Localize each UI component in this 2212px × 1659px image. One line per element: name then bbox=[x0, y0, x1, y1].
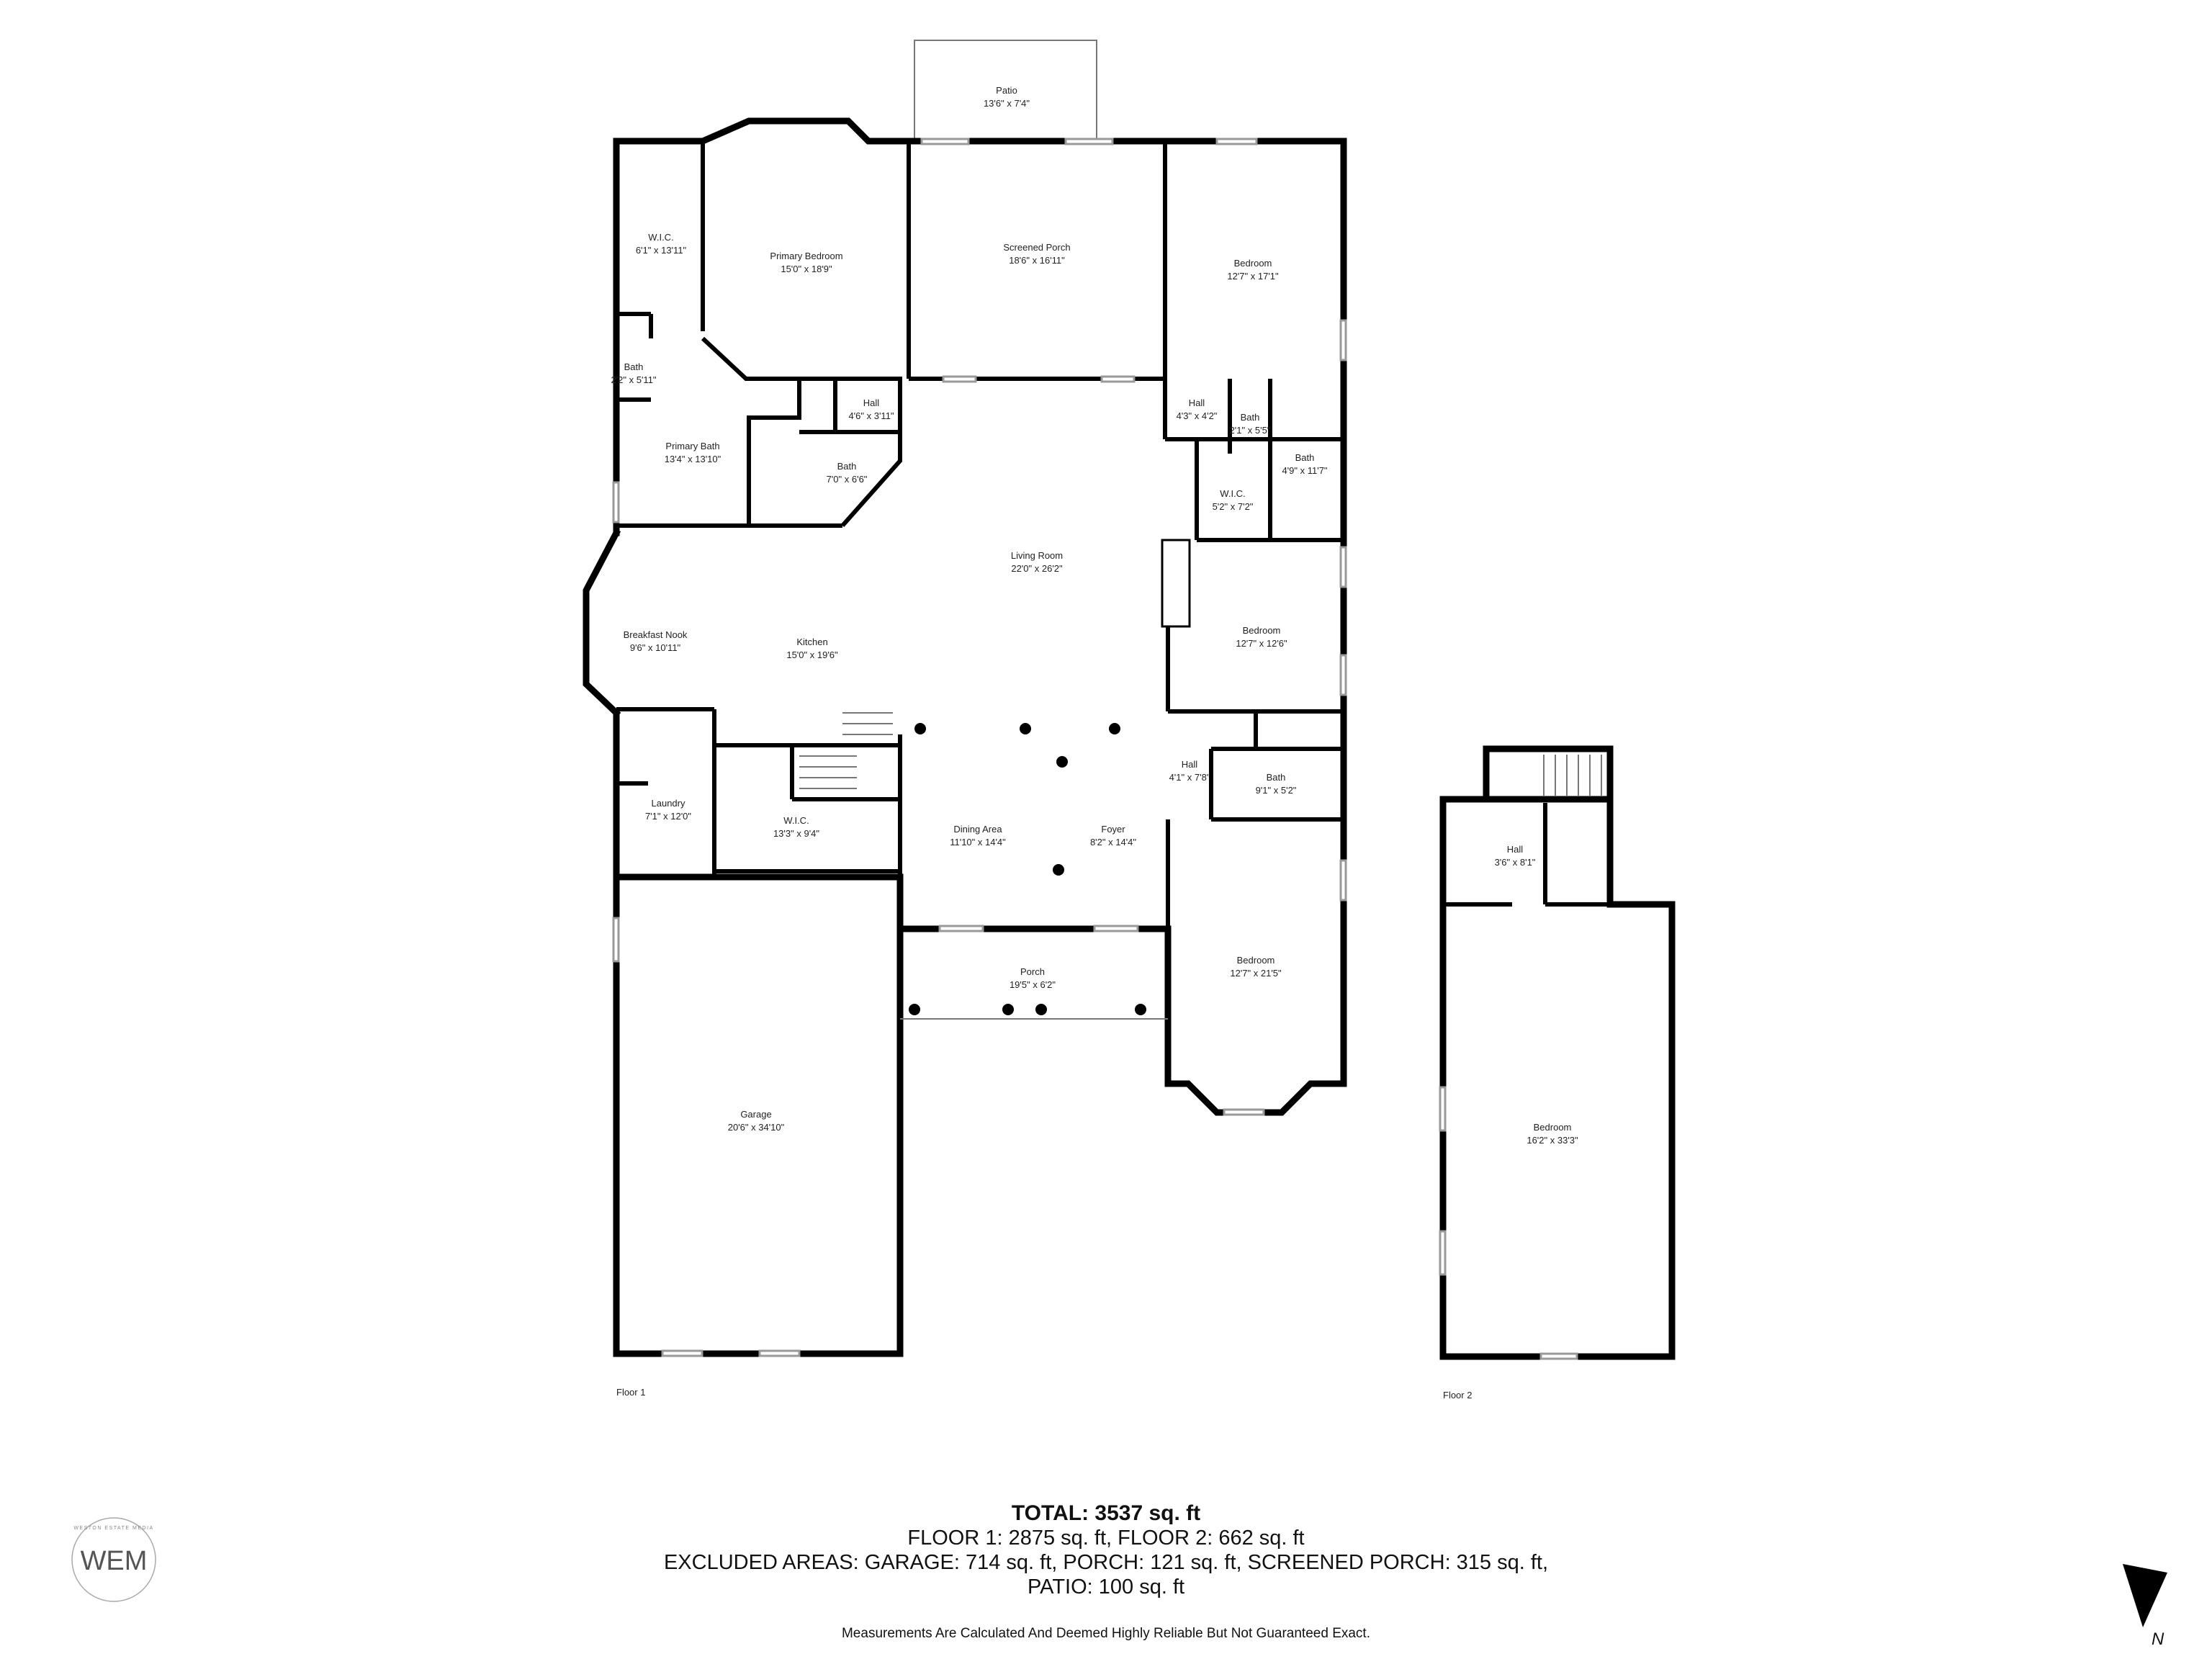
room-name: Hall bbox=[1507, 844, 1524, 855]
room-dim: 19'5" x 6'2" bbox=[1010, 979, 1056, 990]
room-name: Primary Bath bbox=[665, 441, 719, 451]
room-labels: W.I.C. 6'1" x 13'11" Primary Bedroom 15'… bbox=[611, 85, 1578, 1146]
room-dim: 4'1" x 7'8" bbox=[1169, 772, 1210, 783]
room-name: Bath bbox=[837, 461, 857, 472]
floor1-interior-walls bbox=[616, 141, 1344, 1020]
room-dim: 12'7" x 12'6" bbox=[1236, 638, 1287, 649]
room-name: Bedroom bbox=[1234, 258, 1272, 269]
room-dim: 5'2" x 7'2" bbox=[1213, 501, 1254, 512]
area-summary: TOTAL: 3537 sq. ft FLOOR 1: 2875 sq. ft,… bbox=[0, 1501, 2212, 1599]
room-dim: 9'6" x 10'11" bbox=[630, 642, 681, 653]
room-dim: 4'3" x 4'2" bbox=[1177, 410, 1218, 421]
excluded-areas: EXCLUDED AREAS: GARAGE: 714 sq. ft, PORC… bbox=[663, 1551, 1549, 1574]
room-name: Bedroom bbox=[1534, 1122, 1572, 1133]
floor1-details bbox=[612, 138, 1347, 1357]
room-name: W.I.C. bbox=[783, 815, 809, 826]
patio-area: PATIO: 100 sq. ft bbox=[1027, 1575, 1185, 1599]
room-name: Dining Area bbox=[953, 824, 1002, 835]
room-name: Garage bbox=[740, 1109, 771, 1120]
compass-label: N bbox=[2152, 1629, 2164, 1649]
room-dim: 20'6" x 34'10" bbox=[728, 1122, 785, 1133]
room-name: Hall bbox=[1189, 397, 1205, 408]
room-name: Hall bbox=[1182, 759, 1198, 770]
room-name: Porch bbox=[1020, 966, 1045, 977]
room-dim: 4'9" x 11'7" bbox=[1282, 465, 1327, 476]
room-dim: 18'6" x 16'11" bbox=[1009, 255, 1065, 266]
wem-logo: WEM WESTON ESTATE MEDIA bbox=[71, 1517, 156, 1602]
room-dim: 15'0" x 18'9" bbox=[781, 264, 832, 274]
room-name: Kitchen bbox=[796, 637, 827, 647]
room-name: Screened Porch bbox=[1003, 242, 1070, 253]
north-arrow-icon: N bbox=[2123, 1564, 2167, 1649]
room-name: Patio bbox=[996, 85, 1017, 96]
room-dim: 7'1" x 12'0" bbox=[645, 811, 691, 822]
room-dim: 13'3" x 9'4" bbox=[773, 828, 819, 839]
room-name: Bedroom bbox=[1243, 625, 1281, 636]
room-name: Bath bbox=[1267, 772, 1286, 783]
room-dim: 2'2" x 5'11" bbox=[611, 374, 656, 385]
room-dim: 7'0" x 6'6" bbox=[827, 474, 868, 485]
room-name: W.I.C. bbox=[648, 232, 673, 243]
room-name: W.I.C. bbox=[1220, 488, 1245, 499]
room-dim: 3'6" x 8'1" bbox=[1495, 857, 1536, 868]
floor2-walls bbox=[1439, 745, 1676, 1360]
room-dim: 6'1" x 13'11" bbox=[636, 245, 687, 256]
room-name: Laundry bbox=[652, 798, 685, 809]
room-name: Primary Bedroom bbox=[770, 251, 842, 261]
room-name: Hall bbox=[863, 397, 880, 408]
room-dim: 11'10" x 14'4" bbox=[950, 837, 1006, 848]
room-dim: 13'4" x 13'10" bbox=[665, 454, 721, 464]
floor-areas: FLOOR 1: 2875 sq. ft, FLOOR 2: 662 sq. f… bbox=[907, 1527, 1305, 1550]
room-dim: 12'7" x 21'5" bbox=[1230, 968, 1282, 979]
room-dim: 2'1" x 5'5" bbox=[1230, 425, 1271, 436]
logo-ring-text: WESTON ESTATE MEDIA bbox=[73, 1526, 153, 1531]
room-dim: 16'2" x 33'3" bbox=[1527, 1135, 1578, 1146]
room-dim: 8'2" x 14'4" bbox=[1090, 837, 1136, 848]
room-name: Bath bbox=[1295, 452, 1315, 463]
room-dim: 15'0" x 19'6" bbox=[786, 649, 838, 660]
room-dim: 9'1" x 5'2" bbox=[1256, 785, 1297, 796]
room-name: Breakfast Nook bbox=[624, 629, 688, 640]
room-dim: 4'6" x 3'11" bbox=[848, 410, 894, 421]
room-name: Bedroom bbox=[1237, 955, 1275, 966]
room-dim: 22'0" x 26'2" bbox=[1011, 563, 1063, 574]
floor2-label: Floor 2 bbox=[1443, 1390, 1472, 1401]
room-name: Bath bbox=[624, 361, 644, 372]
room-dim: 13'6" x 7'4" bbox=[984, 98, 1030, 109]
floor1-walls bbox=[583, 40, 1347, 1357]
logo-text: WEM bbox=[81, 1546, 148, 1576]
floor1-label: Floor 1 bbox=[616, 1387, 645, 1398]
total-area: TOTAL: 3537 sq. ft bbox=[1011, 1501, 1201, 1525]
disclaimer: Measurements Are Calculated And Deemed H… bbox=[841, 1626, 1370, 1641]
room-dim: 12'7" x 17'1" bbox=[1227, 271, 1279, 282]
room-name: Bath bbox=[1241, 412, 1260, 423]
room-name: Foyer bbox=[1101, 824, 1125, 835]
room-name: Living Room bbox=[1011, 550, 1063, 561]
